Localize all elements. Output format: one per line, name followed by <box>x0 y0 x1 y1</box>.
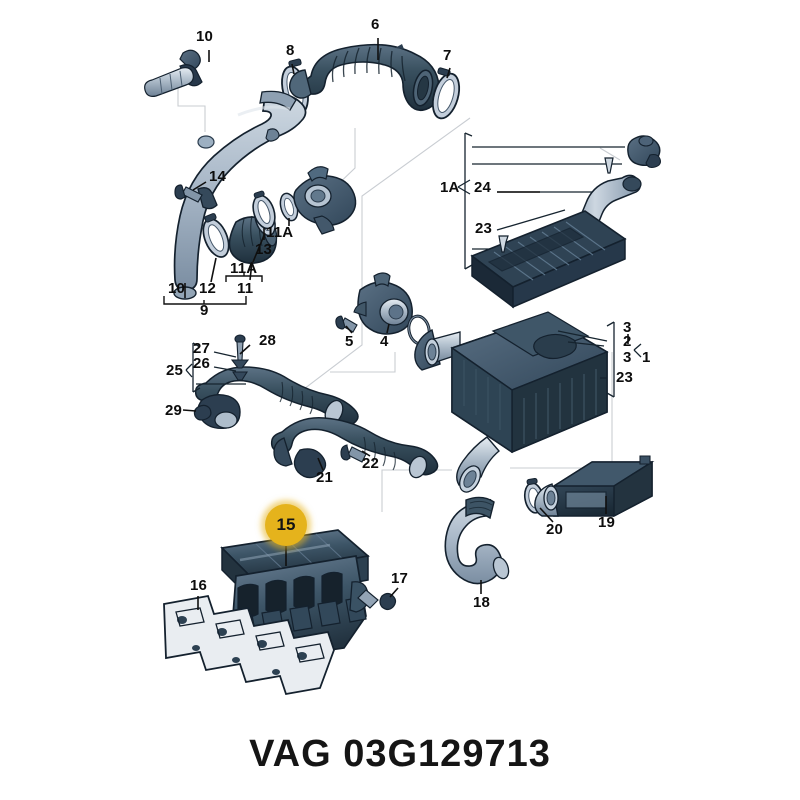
part-gasket-16 <box>163 594 335 696</box>
part-hose-18 <box>444 496 510 585</box>
part-maf-sensor-4 <box>353 272 413 335</box>
callout-label-29: 29 <box>165 402 183 419</box>
part-connector-body <box>293 166 357 235</box>
callout-label-10-group: 10 <box>168 280 186 297</box>
part-bolt-5 <box>335 315 358 333</box>
bracket-group-25 <box>185 342 246 393</box>
callout-label-2: 2 <box>623 333 632 350</box>
callout-label-4: 4 <box>380 333 389 350</box>
callout-label-12: 12 <box>199 280 217 297</box>
callout-label-1: 1 <box>642 349 651 366</box>
part-valve-24-top <box>627 135 661 169</box>
callout-label-6: 6 <box>371 16 380 33</box>
highlight-badge-15[interactable]: 15 <box>265 504 307 546</box>
callout-label-7: 7 <box>443 47 452 64</box>
callout-label-23-box: 23 <box>616 369 634 386</box>
part-hose-25-assembly <box>194 366 359 430</box>
callout-label-28: 28 <box>259 332 277 349</box>
callout-label-20: 20 <box>546 521 564 538</box>
callout-leader-lines <box>163 38 629 610</box>
part-bolt-17 <box>357 589 397 611</box>
part-air-duct-19 <box>534 455 655 518</box>
callout-label-14: 14 <box>209 168 227 185</box>
part-washer-27 <box>230 359 250 369</box>
callout-label-19: 19 <box>598 514 616 531</box>
callout-label-17: 17 <box>391 570 409 587</box>
bracket-group-1 <box>557 321 642 398</box>
callout-label-3b: 3 <box>623 349 632 366</box>
part-clamp-11A-upper <box>279 192 299 222</box>
part-nut-26 <box>232 371 248 381</box>
callout-label-16: 16 <box>190 577 208 594</box>
part-grommet-29 <box>193 404 212 421</box>
part-clip-23-upper <box>604 157 614 174</box>
callout-label-22: 22 <box>362 455 380 472</box>
part-bolt-28 <box>234 334 246 361</box>
part-clip-23-small <box>498 235 509 253</box>
part-bolt-14 <box>174 184 203 203</box>
callout-label-11: 11 <box>237 280 254 297</box>
part-filter-element-23 <box>470 210 627 309</box>
callout-label-25: 25 <box>166 362 184 379</box>
watermark-text: VAG 03G129713 <box>249 733 551 775</box>
callout-label-8: 8 <box>286 42 295 59</box>
callout-label-1A: 1A <box>440 179 460 196</box>
callout-label-26: 26 <box>193 355 211 372</box>
callout-label-27: 27 <box>193 340 211 357</box>
part-hose-21 <box>270 417 439 479</box>
part-clamp-12 <box>202 213 230 258</box>
part-corrugated-hose-6 <box>288 43 440 112</box>
callout-label-24: 24 <box>474 179 492 196</box>
callout-label-13: 13 <box>255 241 273 258</box>
callout-label-11A-up: 11A <box>266 224 294 241</box>
callout-label-21: 21 <box>316 469 334 486</box>
part-sleeve-13 <box>252 190 276 230</box>
part-bolt-22 <box>340 444 367 463</box>
callout-label-18: 18 <box>473 594 491 611</box>
callout-label-11A-low: 11A <box>230 260 258 277</box>
callout-label-3: 3 <box>623 319 632 336</box>
part-air-filter-housing-1 <box>414 311 609 493</box>
callout-label-23-top: 23 <box>475 220 493 237</box>
callout-label-5: 5 <box>345 333 354 350</box>
part-valve-10 <box>144 49 203 97</box>
part-clamp-7 <box>431 67 461 120</box>
callout-label-10-top: 10 <box>196 28 214 45</box>
callout-label-9: 9 <box>200 302 209 319</box>
